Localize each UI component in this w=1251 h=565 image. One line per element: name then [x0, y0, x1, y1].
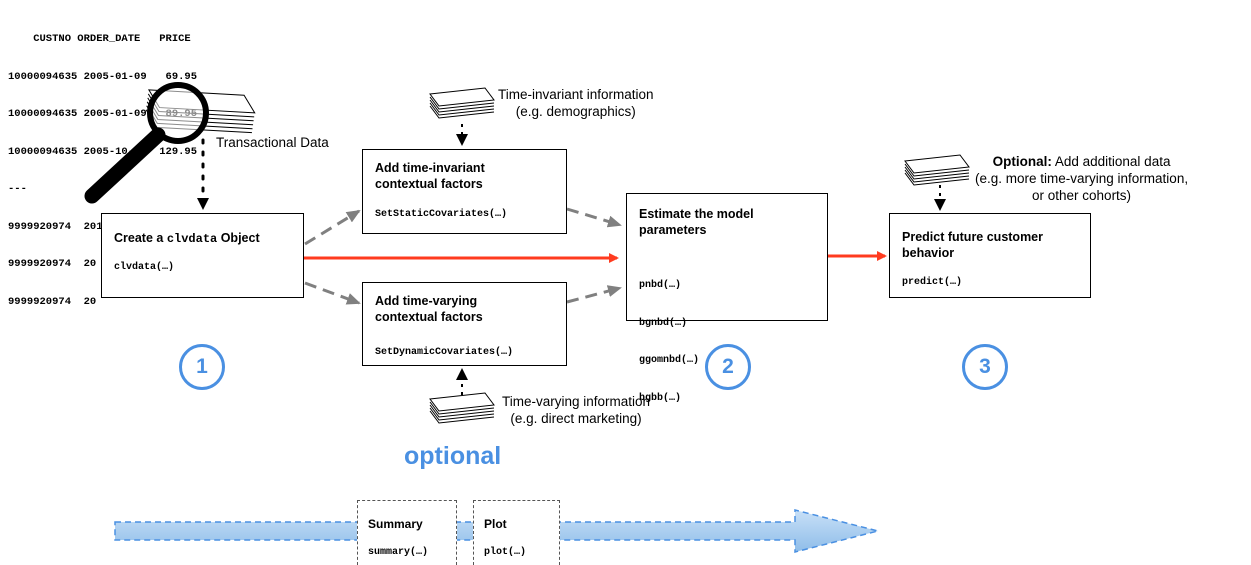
- time-invariant-note: Time-invariant information (e.g. demogra…: [498, 86, 654, 120]
- data-table-row: 10000094635 2005-01-09 69.95: [8, 70, 198, 83]
- optional-label: optional: [404, 442, 502, 470]
- predict-function: predict(…): [902, 277, 963, 288]
- estimate-title: Estimate the model parameters: [639, 206, 754, 238]
- step-3-badge: 3: [962, 344, 1008, 390]
- time-invariant-line1: Time-invariant information: [498, 87, 654, 102]
- create-clvdata-title: Create a clvdata Object: [114, 230, 260, 247]
- plot-title: Plot: [484, 517, 507, 531]
- optional-data-line2: (e.g. more time-varying information,: [975, 171, 1189, 186]
- create-title-prefix: Create a: [114, 231, 167, 245]
- step-2-badge: 2: [705, 344, 751, 390]
- optional-data-strong: Optional:: [992, 154, 1052, 169]
- optional-arrow-dynamic-to-estimate: [566, 285, 622, 304]
- time-invariant-line2: (e.g. demographics): [515, 104, 636, 119]
- dynamic-covariates-title: Add time-varying contextual factors: [375, 293, 483, 325]
- step-1-badge: 1: [179, 344, 225, 390]
- optional-data-line3: or other cohorts): [1032, 188, 1132, 203]
- transactional-data-label: Transactional Data: [216, 135, 329, 150]
- data-table-separator: ---: [8, 183, 27, 195]
- model-function: bgbb(…): [639, 392, 682, 404]
- create-title-suffix: Object: [217, 231, 260, 245]
- static-covariates-title: Add time-invariant contextual factors: [375, 160, 485, 192]
- summary-title: Summary: [368, 517, 423, 531]
- time-varying-line1: Time-varying information: [502, 394, 651, 409]
- summary-function: summary(…): [368, 547, 429, 558]
- paper-stack-icon: [904, 154, 970, 186]
- optional-data-rest: Add additional data: [1051, 154, 1171, 169]
- time-varying-note: Time-varying information (e.g. direct ma…: [502, 393, 650, 427]
- data-table-header: CUSTNO ORDER_DATE PRICE: [8, 33, 191, 45]
- static-covariates-box: Add time-invariant contextual factors Se…: [362, 149, 567, 234]
- summary-box: Summary summary(…): [357, 500, 457, 565]
- optional-arrow-static-to-estimate: [566, 207, 622, 228]
- static-title-line1: Add time-invariant: [375, 161, 485, 175]
- predict-title-line2: behavior: [902, 246, 955, 260]
- create-title-code: clvdata: [166, 232, 218, 246]
- model-function: bgnbd(…): [639, 317, 688, 329]
- data-table-row: 9999920974 20: [8, 258, 97, 270]
- paper-stack-icon: [429, 87, 495, 119]
- data-table-row: 10000094635 2005-01-09 89.95: [8, 108, 198, 120]
- dynamic-title-line1: Add time-varying: [375, 294, 478, 308]
- time-varying-line2: (e.g. direct marketing): [510, 411, 642, 426]
- predict-box: Predict future customer behavior predict…: [889, 213, 1091, 298]
- data-table-row: 9999920974 201: [8, 220, 103, 233]
- clvdata-function: clvdata(…): [114, 262, 175, 273]
- optional-arrow-static: [304, 209, 361, 246]
- create-clvdata-box: Create a clvdata Object clvdata(…): [101, 213, 304, 298]
- optional-data-note: Optional: Add additional data (e.g. more…: [975, 153, 1188, 204]
- optional-arrow-dynamic: [304, 281, 361, 305]
- static-covariates-function: SetStaticCovariates(…): [375, 209, 508, 220]
- data-table-row: 10000094635 2005-10-22 129.95: [8, 145, 198, 158]
- predict-title-line1: Predict future customer: [902, 230, 1044, 244]
- estimate-functions: pnbd(…) bgnbd(…) ggomnbd(…) bgbb(…): [639, 255, 699, 430]
- model-function: ggomnbd(…): [639, 355, 700, 366]
- dynamic-covariates-function: SetDynamicCovariates(…): [375, 347, 514, 358]
- optional-data-line1: Optional: Add additional data: [975, 153, 1188, 170]
- data-table-row: 9999920974 20: [8, 295, 97, 308]
- estimate-parameters-box: Estimate the model parameters pnbd(…) bg…: [626, 193, 828, 404]
- plot-box: Plot plot(…): [473, 500, 560, 565]
- static-title-line2: contextual factors: [375, 177, 483, 191]
- estimate-title-line2: parameters: [639, 223, 707, 237]
- dynamic-title-line2: contextual factors: [375, 310, 483, 324]
- plot-function: plot(…): [484, 547, 527, 558]
- predict-title: Predict future customer behavior: [902, 229, 1043, 261]
- estimate-title-line1: Estimate the model: [639, 207, 754, 221]
- dynamic-covariates-box: Add time-varying contextual factors SetD…: [362, 282, 567, 366]
- paper-stack-icon: [429, 392, 495, 424]
- model-function: pnbd(…): [639, 280, 682, 291]
